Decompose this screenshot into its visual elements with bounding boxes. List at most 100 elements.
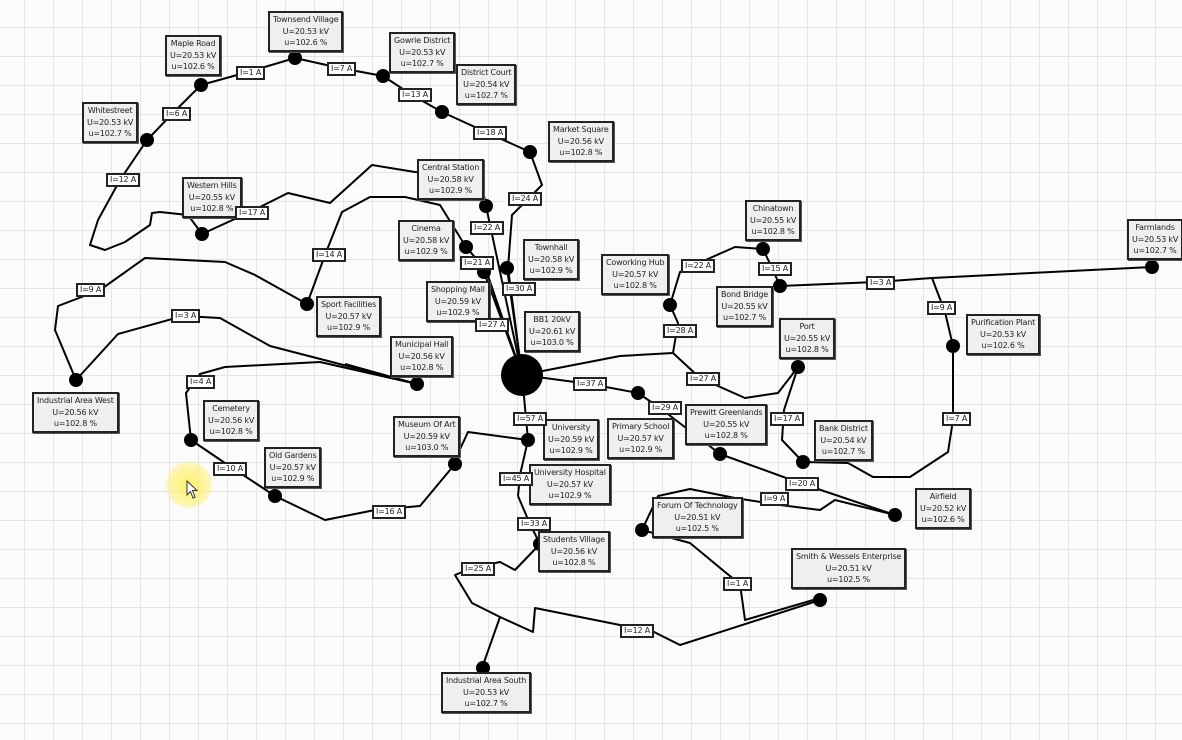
line-iaw-municipal[interactable] xyxy=(75,315,418,385)
node-label-purification-plant[interactable]: Purification Plant U=20.53 kV u=102.6 % xyxy=(966,314,1041,355)
bus-node-western-hills[interactable] xyxy=(195,227,209,241)
current-label[interactable]: I=20 A xyxy=(785,477,820,491)
current-label[interactable]: I=3 A xyxy=(866,276,896,290)
bus-node-smith-wessels[interactable] xyxy=(813,593,827,607)
current-label[interactable]: I=30 A xyxy=(502,282,537,296)
line-bb1-port[interactable] xyxy=(672,352,799,399)
bus-node-port[interactable] xyxy=(791,360,805,374)
current-label[interactable]: I=15 A xyxy=(758,262,793,276)
current-label[interactable]: I=17 A xyxy=(235,206,270,220)
bus-node-industrial-area-south[interactable] xyxy=(476,661,490,675)
current-label[interactable]: I=9 A xyxy=(927,301,957,315)
bus-node-cemetery[interactable] xyxy=(184,433,198,447)
node-label-industrial-area-west[interactable]: Industrial Area West U=20.56 kV u=102.8 … xyxy=(32,392,119,433)
current-label[interactable]: I=7 A xyxy=(327,62,357,76)
node-label-municipal-hall[interactable]: Municipal Hall U=20.56 kV u=102.8 % xyxy=(390,336,454,377)
current-label[interactable]: I=7 A xyxy=(942,412,972,426)
current-label[interactable]: I=9 A xyxy=(76,283,106,297)
bus-node-prewitt-greenlands[interactable] xyxy=(713,447,727,461)
bus-node-bond-bridge[interactable] xyxy=(773,279,787,293)
line-iaw-sport[interactable] xyxy=(54,257,308,381)
node-label-forum-of-technology[interactable]: Forum Of Technology U=20.51 kV u=102.5 % xyxy=(652,497,743,538)
node-label-district-court[interactable]: District Court U=20.54 kV u=102.7 % xyxy=(456,64,517,105)
bus-node-old-gardens[interactable] xyxy=(268,489,282,503)
line-ias-smith[interactable] xyxy=(499,599,821,646)
bus-node-farmlands[interactable] xyxy=(1145,260,1159,274)
current-label[interactable]: I=21 A xyxy=(460,256,495,270)
node-label-coworking-hub[interactable]: Coworking Hub U=20.57 kV u=102.8 % xyxy=(601,254,670,295)
node-label-airfield[interactable]: Airfield U=20.52 kV u=102.6 % xyxy=(915,488,972,529)
node-label-central-station[interactable]: Central Station U=20.58 kV u=102.9 % xyxy=(417,159,485,200)
bus-node-townsend-village[interactable] xyxy=(288,51,302,65)
current-label[interactable]: I=24 A xyxy=(508,192,543,206)
current-label[interactable]: I=33 A xyxy=(517,517,552,531)
current-label[interactable]: I=22 A xyxy=(470,221,505,235)
bus-node-bb1-source[interactable] xyxy=(501,354,543,396)
node-label-western-hills[interactable]: Western Hills U=20.55 kV u=102.8 % xyxy=(182,177,242,218)
node-label-shopping-mall[interactable]: Shopping Mall U=20.59 kV u=102.9 % xyxy=(426,281,490,322)
current-label[interactable]: I=1 A xyxy=(723,577,753,591)
current-label[interactable]: I=28 A xyxy=(663,324,698,338)
current-label[interactable]: I=1 A xyxy=(236,66,266,80)
node-label-university[interactable]: University U=20.59 kV u=102.9 % xyxy=(543,419,600,460)
bus-node-municipal-hall[interactable] xyxy=(410,377,424,391)
bus-node-district-court[interactable] xyxy=(435,105,449,119)
bus-node-primary-school[interactable] xyxy=(631,386,645,400)
line-bond-farmlands[interactable] xyxy=(779,266,1153,287)
current-label[interactable]: I=12 A xyxy=(106,173,141,187)
bus-node-museum-of-art[interactable] xyxy=(448,457,462,471)
bus-node-townhall[interactable] xyxy=(500,261,514,275)
node-label-university-hospital[interactable]: University Hospital U=20.57 kV u=102.9 % xyxy=(529,464,611,505)
current-label[interactable]: I=9 A xyxy=(760,492,790,506)
bus-node-cinema[interactable] xyxy=(459,240,473,254)
node-label-cinema[interactable]: Cinema U=20.58 kV u=102.9 % xyxy=(398,220,455,261)
source-label-bb1[interactable]: BB1 20kV U=20.61 kV u=103.0 % xyxy=(524,311,581,352)
line-cemetery-municipal[interactable] xyxy=(185,361,418,441)
current-label[interactable]: I=16 A xyxy=(372,505,407,519)
bus-node-bank-district[interactable] xyxy=(796,455,810,469)
node-label-market-square[interactable]: Market Square U=20.56 kV u=102.8 % xyxy=(548,121,614,162)
current-label[interactable]: I=12 A xyxy=(620,624,655,638)
node-label-sport-facilities[interactable]: Sport Facilities U=20.57 kV u=102.9 % xyxy=(316,296,382,337)
bus-node-university[interactable] xyxy=(521,433,535,447)
bus-node-maple-road[interactable] xyxy=(194,78,208,92)
bus-node-central-station[interactable] xyxy=(479,199,493,213)
current-label[interactable]: I=6 A xyxy=(162,107,192,121)
current-label[interactable]: I=3 A xyxy=(171,309,201,323)
node-label-museum-of-art[interactable]: Museum Of Art U=20.59 kV u=103.0 % xyxy=(393,416,461,457)
current-label[interactable]: I=10 A xyxy=(213,462,248,476)
bus-node-sport-facilities[interactable] xyxy=(300,297,314,311)
bus-node-industrial-area-west[interactable] xyxy=(69,373,83,387)
current-label[interactable]: I=25 A xyxy=(461,562,496,576)
current-label[interactable]: I=17 A xyxy=(770,412,805,426)
current-label[interactable]: I=18 A xyxy=(473,126,508,140)
bus-node-chinatown[interactable] xyxy=(756,242,770,256)
line-white-western[interactable] xyxy=(89,139,203,251)
node-label-cemetery[interactable]: Cemetery U=20.56 kV u=102.8 % xyxy=(203,400,260,441)
current-label[interactable]: I=27 A xyxy=(475,318,510,332)
bus-node-purification-plant[interactable] xyxy=(946,339,960,353)
line-cemetery-oldgardens[interactable] xyxy=(190,439,276,497)
current-label[interactable]: I=27 A xyxy=(686,372,721,386)
bus-node-whitestreet[interactable] xyxy=(140,133,154,147)
node-label-maple-road[interactable]: Maple Road U=20.53 kV u=102.6 % xyxy=(165,35,222,76)
bus-node-market-square[interactable] xyxy=(523,145,537,159)
node-label-prewitt-greenlands[interactable]: Prewitt Greenlands U=20.55 kV u=102.8 % xyxy=(685,404,768,445)
node-label-old-gardens[interactable]: Old Gardens U=20.57 kV u=102.9 % xyxy=(264,447,322,488)
bus-node-airfield[interactable] xyxy=(888,508,902,522)
bus-node-gowrie-district[interactable] xyxy=(376,69,390,83)
node-label-students-village[interactable]: Students Village U=20.56 kV u=102.8 % xyxy=(538,531,610,572)
current-label[interactable]: I=57 A xyxy=(513,412,548,426)
line-forum-airfield[interactable] xyxy=(641,488,896,531)
node-label-townhall[interactable]: Townhall U=20.58 kV u=102.9 % xyxy=(523,239,580,280)
line-bb1-municipal-tie[interactable] xyxy=(344,363,418,385)
node-label-bond-bridge[interactable]: Bond Bridge U=20.55 kV u=102.7 % xyxy=(716,286,773,327)
bus-node-forum-of-technology[interactable] xyxy=(635,523,649,537)
node-label-bank-district[interactable]: Bank District U=20.54 kV u=102.7 % xyxy=(814,420,873,461)
current-label[interactable]: I=4 A xyxy=(186,375,216,389)
line-university-museum[interactable] xyxy=(454,431,529,461)
node-label-townsend-village[interactable]: Townsend Village U=20.53 kV u=102.6 % xyxy=(268,11,344,52)
line-university-hospital[interactable] xyxy=(517,439,529,497)
current-label[interactable]: I=29 A xyxy=(648,401,683,415)
node-label-farmlands[interactable]: Farmlands U=20.53 kV u=102.7 % xyxy=(1127,219,1182,260)
